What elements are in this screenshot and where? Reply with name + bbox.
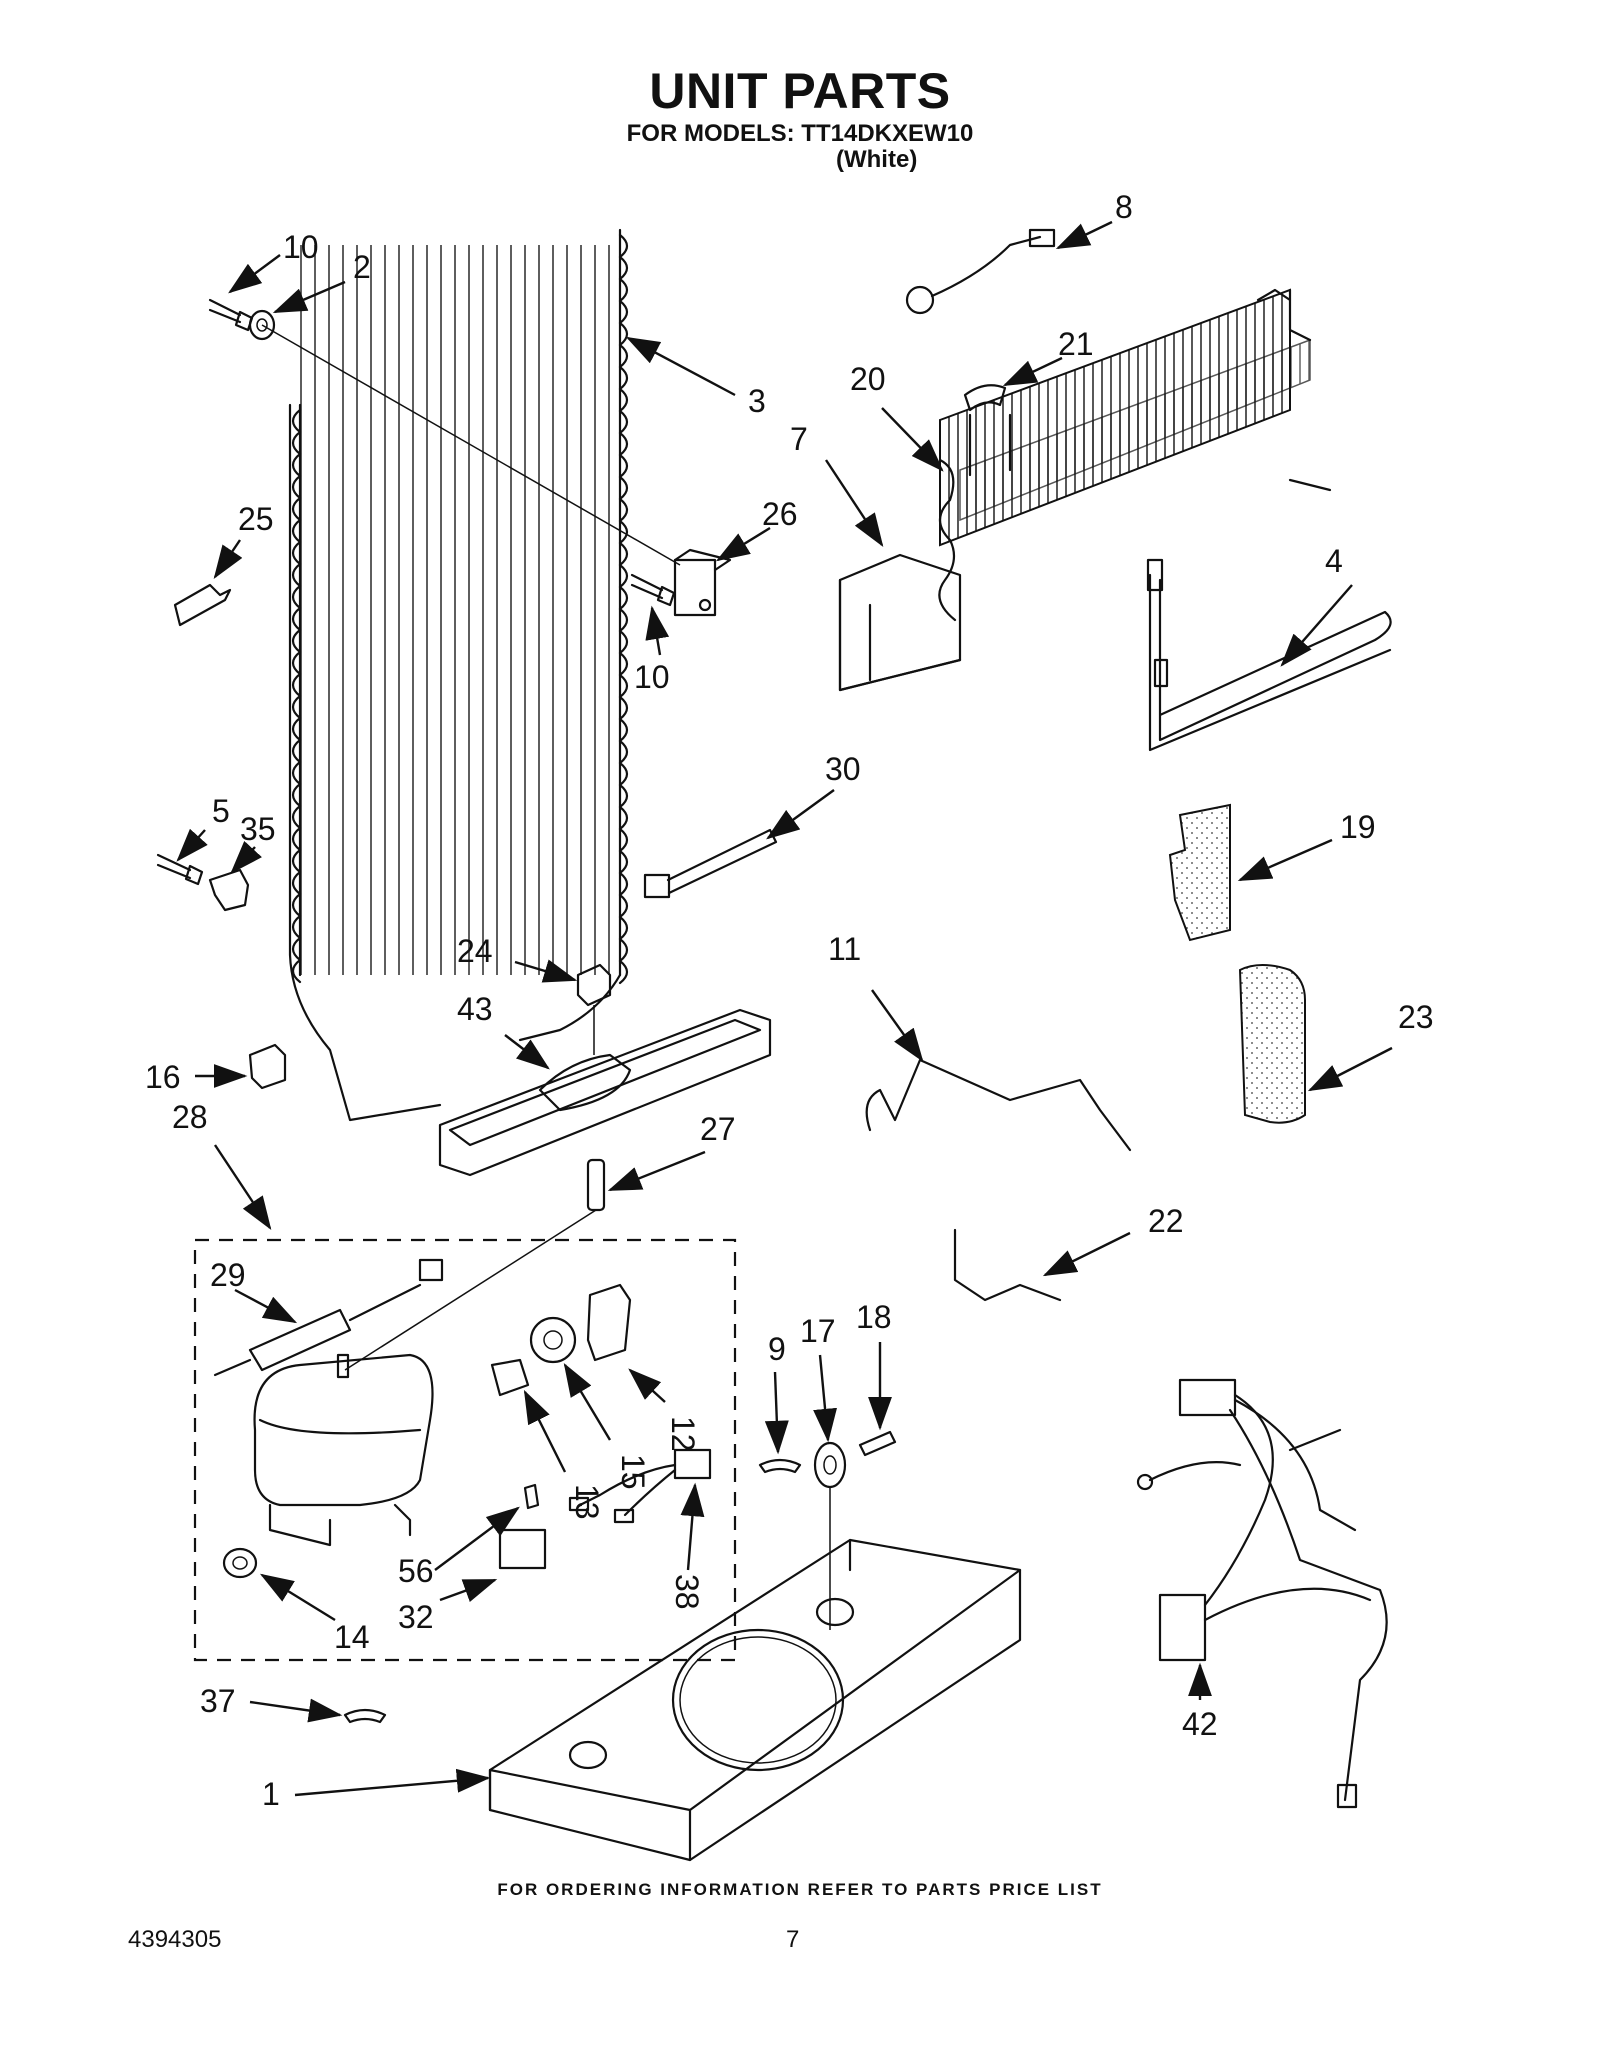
document-number: 4394305 xyxy=(128,1926,222,1953)
callout-27: 27 xyxy=(700,1111,736,1147)
callout-3: 3 xyxy=(748,383,766,419)
screw-10-mid xyxy=(630,573,676,607)
insulation-19 xyxy=(1168,803,1231,942)
callout-23: 23 xyxy=(1398,999,1434,1035)
clip-21 xyxy=(963,384,1007,412)
callout-8: 8 xyxy=(1115,189,1133,225)
callout-56: 56 xyxy=(398,1553,434,1589)
grommet-37 xyxy=(343,1708,387,1724)
condenser-bends xyxy=(291,233,629,985)
callout-19: 19 xyxy=(1340,809,1376,845)
screw-5 xyxy=(156,853,204,886)
base-pan-1 xyxy=(488,1538,1022,1862)
callout-20: 20 xyxy=(850,361,886,397)
callout-15: 15 xyxy=(615,1454,651,1490)
callout-35: 35 xyxy=(240,811,276,847)
callout-5: 5 xyxy=(212,793,230,829)
callout-12: 12 xyxy=(665,1416,701,1452)
bracket-25 xyxy=(173,583,232,627)
relay-15 xyxy=(529,1316,577,1364)
screw-56 xyxy=(523,1483,540,1510)
drain-tube-27 xyxy=(344,1158,606,1371)
callout-2: 2 xyxy=(353,249,371,285)
callout-9: 9 xyxy=(768,1331,786,1367)
capacitor-32 xyxy=(498,1528,547,1570)
ordering-note: FOR ORDERING INFORMATION REFER TO PARTS … xyxy=(497,1880,1103,1899)
tube-22 xyxy=(953,1228,1062,1302)
defrost-heater xyxy=(1146,558,1392,752)
callout-10-top: 10 xyxy=(283,229,319,265)
page-number: 7 xyxy=(786,1926,800,1953)
callout-4: 4 xyxy=(1325,543,1343,579)
drain-pan-43 xyxy=(438,963,772,1177)
leader-lines xyxy=(176,220,1393,1797)
condenser-coil xyxy=(288,228,629,1122)
page-title: UNIT PARTS xyxy=(649,63,951,119)
callout-21: 21 xyxy=(1058,326,1094,362)
callout-43: 43 xyxy=(457,991,493,1027)
grommet-9 xyxy=(758,1458,802,1474)
callout-7: 7 xyxy=(790,421,808,457)
callout-13: 13 xyxy=(569,1484,605,1520)
callout-37: 37 xyxy=(200,1683,236,1719)
callout-16: 16 xyxy=(145,1059,181,1095)
callout-labels: 10 2 3 8 21 20 7 25 26 10 4 30 5 35 19 2… xyxy=(145,189,1434,1812)
cable-tie-30 xyxy=(643,828,778,899)
thermostat-sensor xyxy=(905,228,1056,315)
harness-38 xyxy=(568,1448,712,1524)
drier-29 xyxy=(213,1258,444,1377)
callout-24: 24 xyxy=(457,933,493,969)
tube-11 xyxy=(865,1058,1132,1152)
screw-18 xyxy=(858,1430,897,1457)
callout-28: 28 xyxy=(172,1099,208,1135)
wire-harness-42 xyxy=(1136,1378,1388,1809)
bracket-26 xyxy=(673,548,732,617)
callout-11: 11 xyxy=(828,931,861,967)
clip-16 xyxy=(248,1043,287,1090)
insulation-23 xyxy=(1238,964,1306,1124)
model-subtitle: FOR MODELS: TT14DKXEW10 xyxy=(626,120,974,147)
callout-10-mid: 10 xyxy=(634,659,670,695)
color-note: (White) xyxy=(836,146,918,173)
overload-13 xyxy=(490,1358,530,1397)
grommet-14 xyxy=(222,1547,258,1579)
callout-1: 1 xyxy=(262,1776,280,1812)
callout-18: 18 xyxy=(856,1299,892,1335)
terminal-cover-12 xyxy=(586,1283,632,1362)
callout-25: 25 xyxy=(238,501,274,537)
compressor-assembly-box xyxy=(193,1238,737,1662)
screw-10-top xyxy=(208,298,254,332)
clip-35 xyxy=(208,868,250,912)
grommet-17 xyxy=(813,1441,847,1489)
callout-17: 17 xyxy=(800,1313,836,1349)
compressor xyxy=(253,1353,434,1547)
callout-32: 32 xyxy=(398,1599,434,1635)
callout-14: 14 xyxy=(334,1619,370,1655)
callout-42: 42 xyxy=(1182,1706,1218,1742)
callout-30: 30 xyxy=(825,751,861,787)
callout-22: 22 xyxy=(1148,1203,1184,1239)
spacer-2 xyxy=(248,309,276,341)
callout-29: 29 xyxy=(210,1257,246,1293)
callout-38: 38 xyxy=(669,1574,705,1610)
evaporator xyxy=(838,288,1332,692)
callout-26: 26 xyxy=(762,496,798,532)
